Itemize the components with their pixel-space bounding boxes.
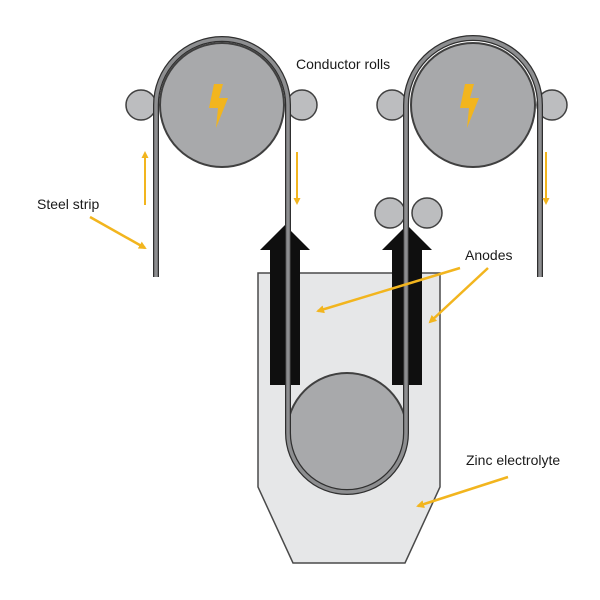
guide-roll [125, 89, 157, 121]
anodes-leader-arrow [428, 267, 489, 324]
lightning-bolt-icon [460, 84, 479, 128]
steel-strip-label: Steel strip [37, 196, 99, 212]
anodes-label: Anodes [465, 247, 512, 263]
guide-roll [286, 89, 318, 121]
anodes-leader-arrow [316, 266, 461, 314]
zinc-electrolyte-leader-arrow [416, 475, 509, 508]
guide-roll [376, 89, 408, 121]
steel-strip-leader-arrow [89, 215, 147, 250]
guide-roll [411, 197, 443, 229]
conductor-rolls-label: Conductor rolls [296, 56, 390, 72]
lightning-bolt-icon [209, 84, 228, 128]
guide-roll [374, 197, 406, 229]
zinc-electrolyte-label: Zinc electrolyte [466, 452, 560, 468]
